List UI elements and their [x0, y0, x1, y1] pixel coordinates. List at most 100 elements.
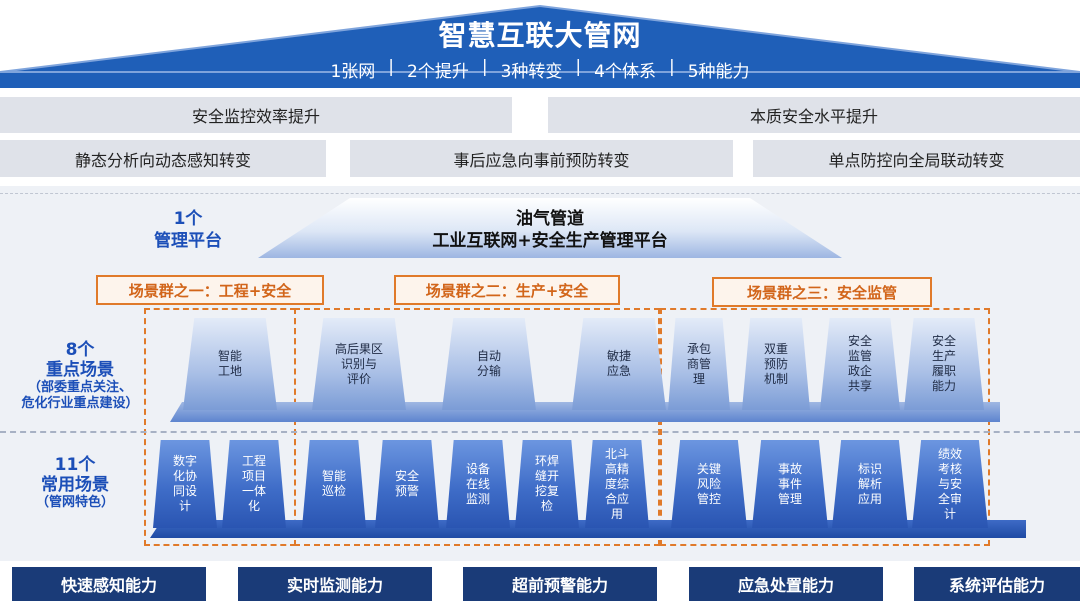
scene-node-line: 监测 — [465, 491, 490, 506]
scene-node-line: 监管 — [847, 349, 872, 363]
scene-node-line: 用 — [610, 506, 623, 521]
key-scenes-label: 8个 重点场景 （部委重点关注、 危化行业重点建设） — [0, 340, 160, 412]
key-scene-node: 双重预防机制 — [742, 318, 810, 410]
scene-node-line: 机制 — [763, 371, 788, 386]
scene-node-text: 工程项目一体化 — [242, 454, 266, 514]
common-scenes-count: 11个 — [54, 455, 96, 475]
scene-node-line: 一体 — [241, 484, 266, 498]
scene-node-text: 环焊缝开挖复检 — [535, 454, 559, 514]
scene-node-line: 关键 — [696, 461, 721, 476]
scene-node-line: 生产 — [931, 349, 956, 363]
common-scene-node: 设备在线监测 — [446, 440, 510, 528]
scene-node-line: 政企 — [847, 364, 872, 378]
scene-node-line: 挖复 — [534, 484, 559, 498]
summary-separator: | — [575, 57, 582, 77]
common-scene-node: 关键风险管控 — [671, 440, 747, 528]
key-scenes-note: 危化行业重点建设） — [21, 396, 139, 411]
scene-node-text: 智能工地 — [218, 349, 242, 379]
key-scenes-title: 重点场景 — [46, 360, 114, 380]
panel-divider — [0, 193, 1080, 194]
key-scene-node: 安全生产履职能力 — [904, 318, 984, 410]
scene-node-line: 应用 — [857, 491, 882, 506]
key-scene-node: 承包商管理 — [668, 318, 730, 410]
scene-node-line: 化 — [247, 499, 260, 513]
scene-node-line: 同设 — [172, 484, 197, 498]
scene-node-line: 分输 — [476, 364, 501, 378]
scene-node-line: 标识 — [857, 461, 882, 476]
scene-node-line: 履职 — [931, 364, 956, 378]
scene-node-text: 安全监管政企共享 — [848, 334, 872, 394]
scene-group-container — [660, 308, 990, 546]
summary-separator: | — [481, 57, 488, 77]
transformation-box: 单点防控向全局联动转变 — [753, 140, 1080, 177]
page-title: 智慧互联大管网 — [438, 19, 642, 52]
scene-node-line: 与安 — [937, 476, 962, 491]
scene-node-line: 双重 — [763, 341, 788, 356]
row-divider — [0, 431, 1080, 433]
scene-node-line: 能力 — [931, 379, 956, 393]
scene-node-line: 高后果区 — [334, 341, 383, 356]
key-scene-node: 敏捷应急 — [572, 318, 666, 410]
platform-label-line: 管理平台 — [154, 231, 222, 251]
scene-group-container — [294, 308, 660, 546]
scene-node-line: 智能 — [321, 469, 346, 483]
platform-label-line: 1个 — [173, 209, 203, 229]
improvement-box: 本质安全水平提升 — [548, 97, 1080, 133]
platform-subtitle: 工业互联网+安全生产管理平台 — [432, 231, 668, 251]
scene-node-text: 承包商管理 — [687, 342, 711, 387]
scene-group-label: 场景群之二：生产+安全 — [394, 275, 620, 305]
key-scenes-count: 8个 — [65, 340, 95, 360]
header-summary: 1张网 | 2个提升 | 3种转变 | 4个体系 | 5种能力 — [0, 57, 1080, 82]
summary-item: 4个体系 — [594, 62, 656, 82]
summary-item: 5种能力 — [687, 62, 750, 82]
scene-node-line: 安全 — [931, 334, 956, 348]
capability-box: 超前预警能力 — [463, 567, 657, 601]
scene-node-line: 计 — [943, 506, 956, 521]
capability-box: 应急处置能力 — [689, 567, 883, 601]
scene-node-text: 高后果区识别与评价 — [335, 342, 383, 387]
scene-node-text: 设备在线监测 — [466, 462, 490, 507]
capability-box: 系统评估能力 — [914, 567, 1080, 601]
scene-node-line: 自动 — [476, 349, 501, 363]
common-scene-node: 绩效考核与安全审计 — [912, 440, 988, 528]
scene-node-line: 考核 — [937, 461, 962, 476]
scene-node-line: 高精 — [604, 461, 629, 476]
common-scenes-note: （管网特色） — [35, 495, 114, 510]
scene-node-line: 共享 — [847, 379, 872, 393]
scene-node-line: 预防 — [763, 356, 788, 371]
scene-node-text: 绩效考核与安全审计 — [938, 447, 962, 522]
scene-node-text: 安全生产履职能力 — [932, 334, 956, 394]
scene-group-label: 场景群之一：工程+安全 — [96, 275, 324, 305]
scene-node-line: 智能 — [217, 349, 242, 363]
improvement-box: 安全监控效率提升 — [0, 97, 512, 133]
scene-group-label: 场景群之三：安全监管 — [712, 277, 932, 307]
scene-node-line: 工程 — [241, 454, 266, 468]
scene-node-line: 安全 — [847, 334, 872, 348]
scene-node-line: 评价 — [346, 371, 371, 386]
header-roof — [0, 4, 1080, 88]
scene-node-text: 数字化协同设计 — [173, 454, 197, 514]
platform-title: 油气管道 — [516, 209, 584, 229]
scene-node-line: 数字 — [172, 454, 197, 468]
scene-node-line: 管控 — [696, 491, 721, 506]
transformation-box: 静态分析向动态感知转变 — [0, 140, 326, 177]
scene-node-line: 北斗 — [604, 446, 629, 461]
summary-item: 2个提升 — [407, 62, 469, 82]
scene-node-line: 理 — [692, 371, 705, 386]
scene-node-line: 全审 — [937, 491, 962, 506]
scene-node-line: 化协 — [172, 469, 197, 483]
scene-node-line: 风险 — [696, 476, 721, 491]
scene-node-line: 绩效 — [937, 446, 962, 461]
scene-node-line: 环焊 — [534, 454, 559, 468]
common-scene-node: 标识解析应用 — [832, 440, 908, 528]
common-scene-node: 环焊缝开挖复检 — [515, 440, 579, 528]
common-scene-node: 智能巡检 — [302, 440, 366, 528]
scene-node-line: 解析 — [857, 476, 882, 491]
key-scene-node: 智能工地 — [183, 318, 277, 410]
capability-box: 实时监测能力 — [238, 567, 432, 601]
scene-node-line: 商管 — [686, 356, 711, 371]
scene-node-text: 自动分输 — [477, 349, 501, 379]
summary-item: 3种转变 — [500, 62, 563, 82]
common-scene-node: 北斗高精度综合应用 — [585, 440, 649, 528]
scene-node-line: 安全 — [394, 469, 419, 483]
